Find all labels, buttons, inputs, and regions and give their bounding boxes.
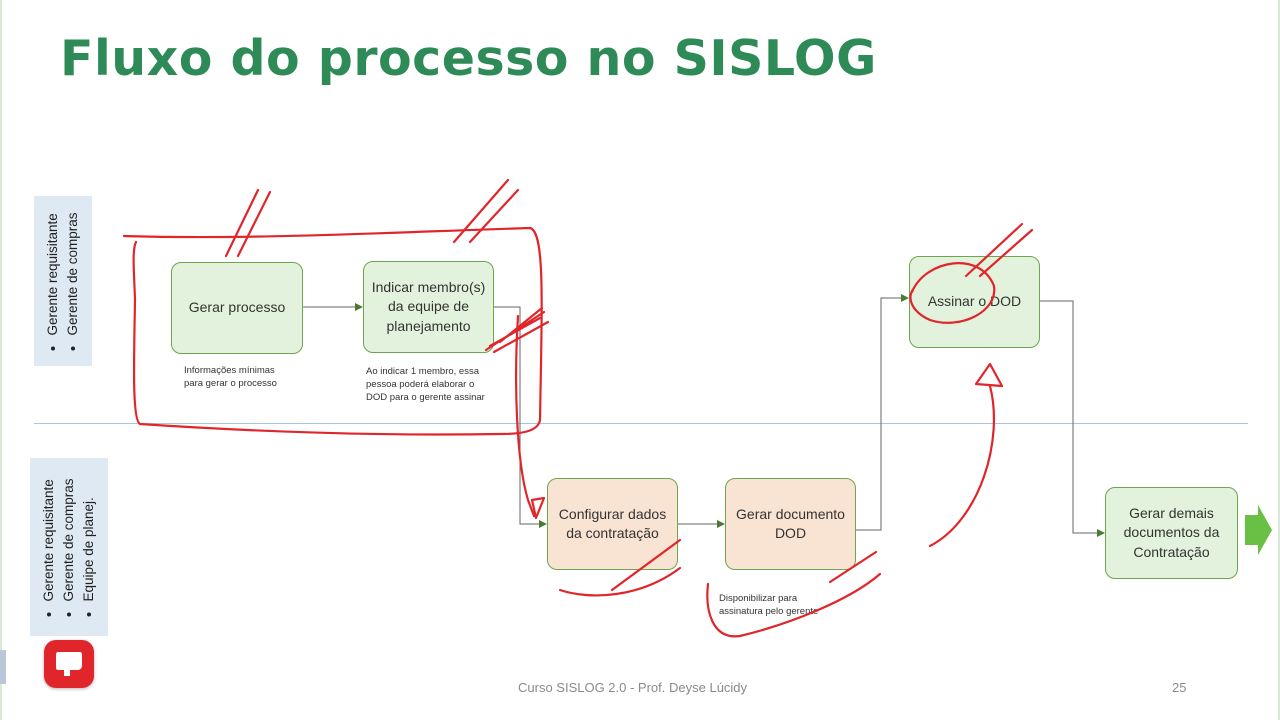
step-configurar-dados: Configurar dados da contratação: [547, 478, 678, 570]
annotation-circle-assinar: [909, 262, 996, 324]
lane-label-bottom: Gerente requisitante Gerente de compras …: [30, 458, 108, 636]
page-number: 25: [1172, 680, 1187, 695]
step-indicar-membros: Indicar membro(s) da equipe de planejame…: [363, 261, 494, 353]
annotation-hash-right-2: [978, 228, 1034, 278]
annotation-down-line: [515, 314, 536, 518]
annotation-down-arrowhead: [530, 496, 546, 520]
side-tab: [0, 650, 6, 684]
annotation-underline-gerar-doc: [706, 550, 882, 638]
annotation-scribble: [484, 306, 550, 354]
connector-assinar-to-gerar-demais: [1040, 300, 1105, 537]
step-gerar-demais-documentos: Gerar demais documentos da Contratação: [1105, 487, 1238, 579]
connector-indicar-to-configurar: [493, 306, 547, 528]
annotation-bracket-box: [122, 226, 543, 436]
annotation-up-arrowhead: [974, 362, 1004, 388]
step-gerar-documento-dod: Gerar documento DOD: [725, 478, 856, 570]
annotation-hash-left-1: [224, 188, 260, 258]
step-label: Gerar documento DOD: [736, 505, 845, 542]
step-label: Indicar membro(s) da equipe de planejame…: [371, 278, 486, 334]
annotation-hash-left-2: [236, 190, 272, 258]
logo-icon: [44, 640, 94, 688]
step-label: Gerar processo: [188, 299, 286, 316]
slide-frame-left: [0, 0, 2, 720]
annotation-hash-mid-2: [468, 188, 520, 244]
annotation-underline-configurar: [558, 538, 682, 597]
step-label: Configurar dados da contratação: [558, 505, 667, 542]
note-gerar-processo: Informações mínimas para gerar o process…: [184, 365, 277, 389]
connector-gerar-doc-to-assinar: [855, 294, 909, 531]
note-gerar-documento: Disponibilizar para assinatura pelo gere…: [719, 593, 819, 617]
annotation-hash-right-1: [964, 222, 1024, 278]
lane-divider: [34, 423, 1248, 424]
page-title: Fluxo do processo no SISLOG: [60, 30, 877, 87]
step-label: Assinar o DOD: [927, 293, 1022, 310]
annotation-hash-mid-1: [452, 178, 510, 244]
lane-label-top: Gerente requisitante Gerente de compras: [34, 196, 92, 366]
footer-text: Curso SISLOG 2.0 - Prof. Deyse Lúcidy: [518, 680, 748, 695]
step-gerar-processo: Gerar processo: [171, 262, 303, 354]
note-indicar-membros: Ao indicar 1 membro, essa pessoa poderá …: [366, 366, 485, 403]
slide-frame-right: [1278, 0, 1280, 720]
annotation-up-arrow: [928, 384, 995, 548]
next-arrow-icon: [1245, 505, 1272, 555]
step-label: Gerar demais documentos da Contratação: [1123, 504, 1220, 560]
